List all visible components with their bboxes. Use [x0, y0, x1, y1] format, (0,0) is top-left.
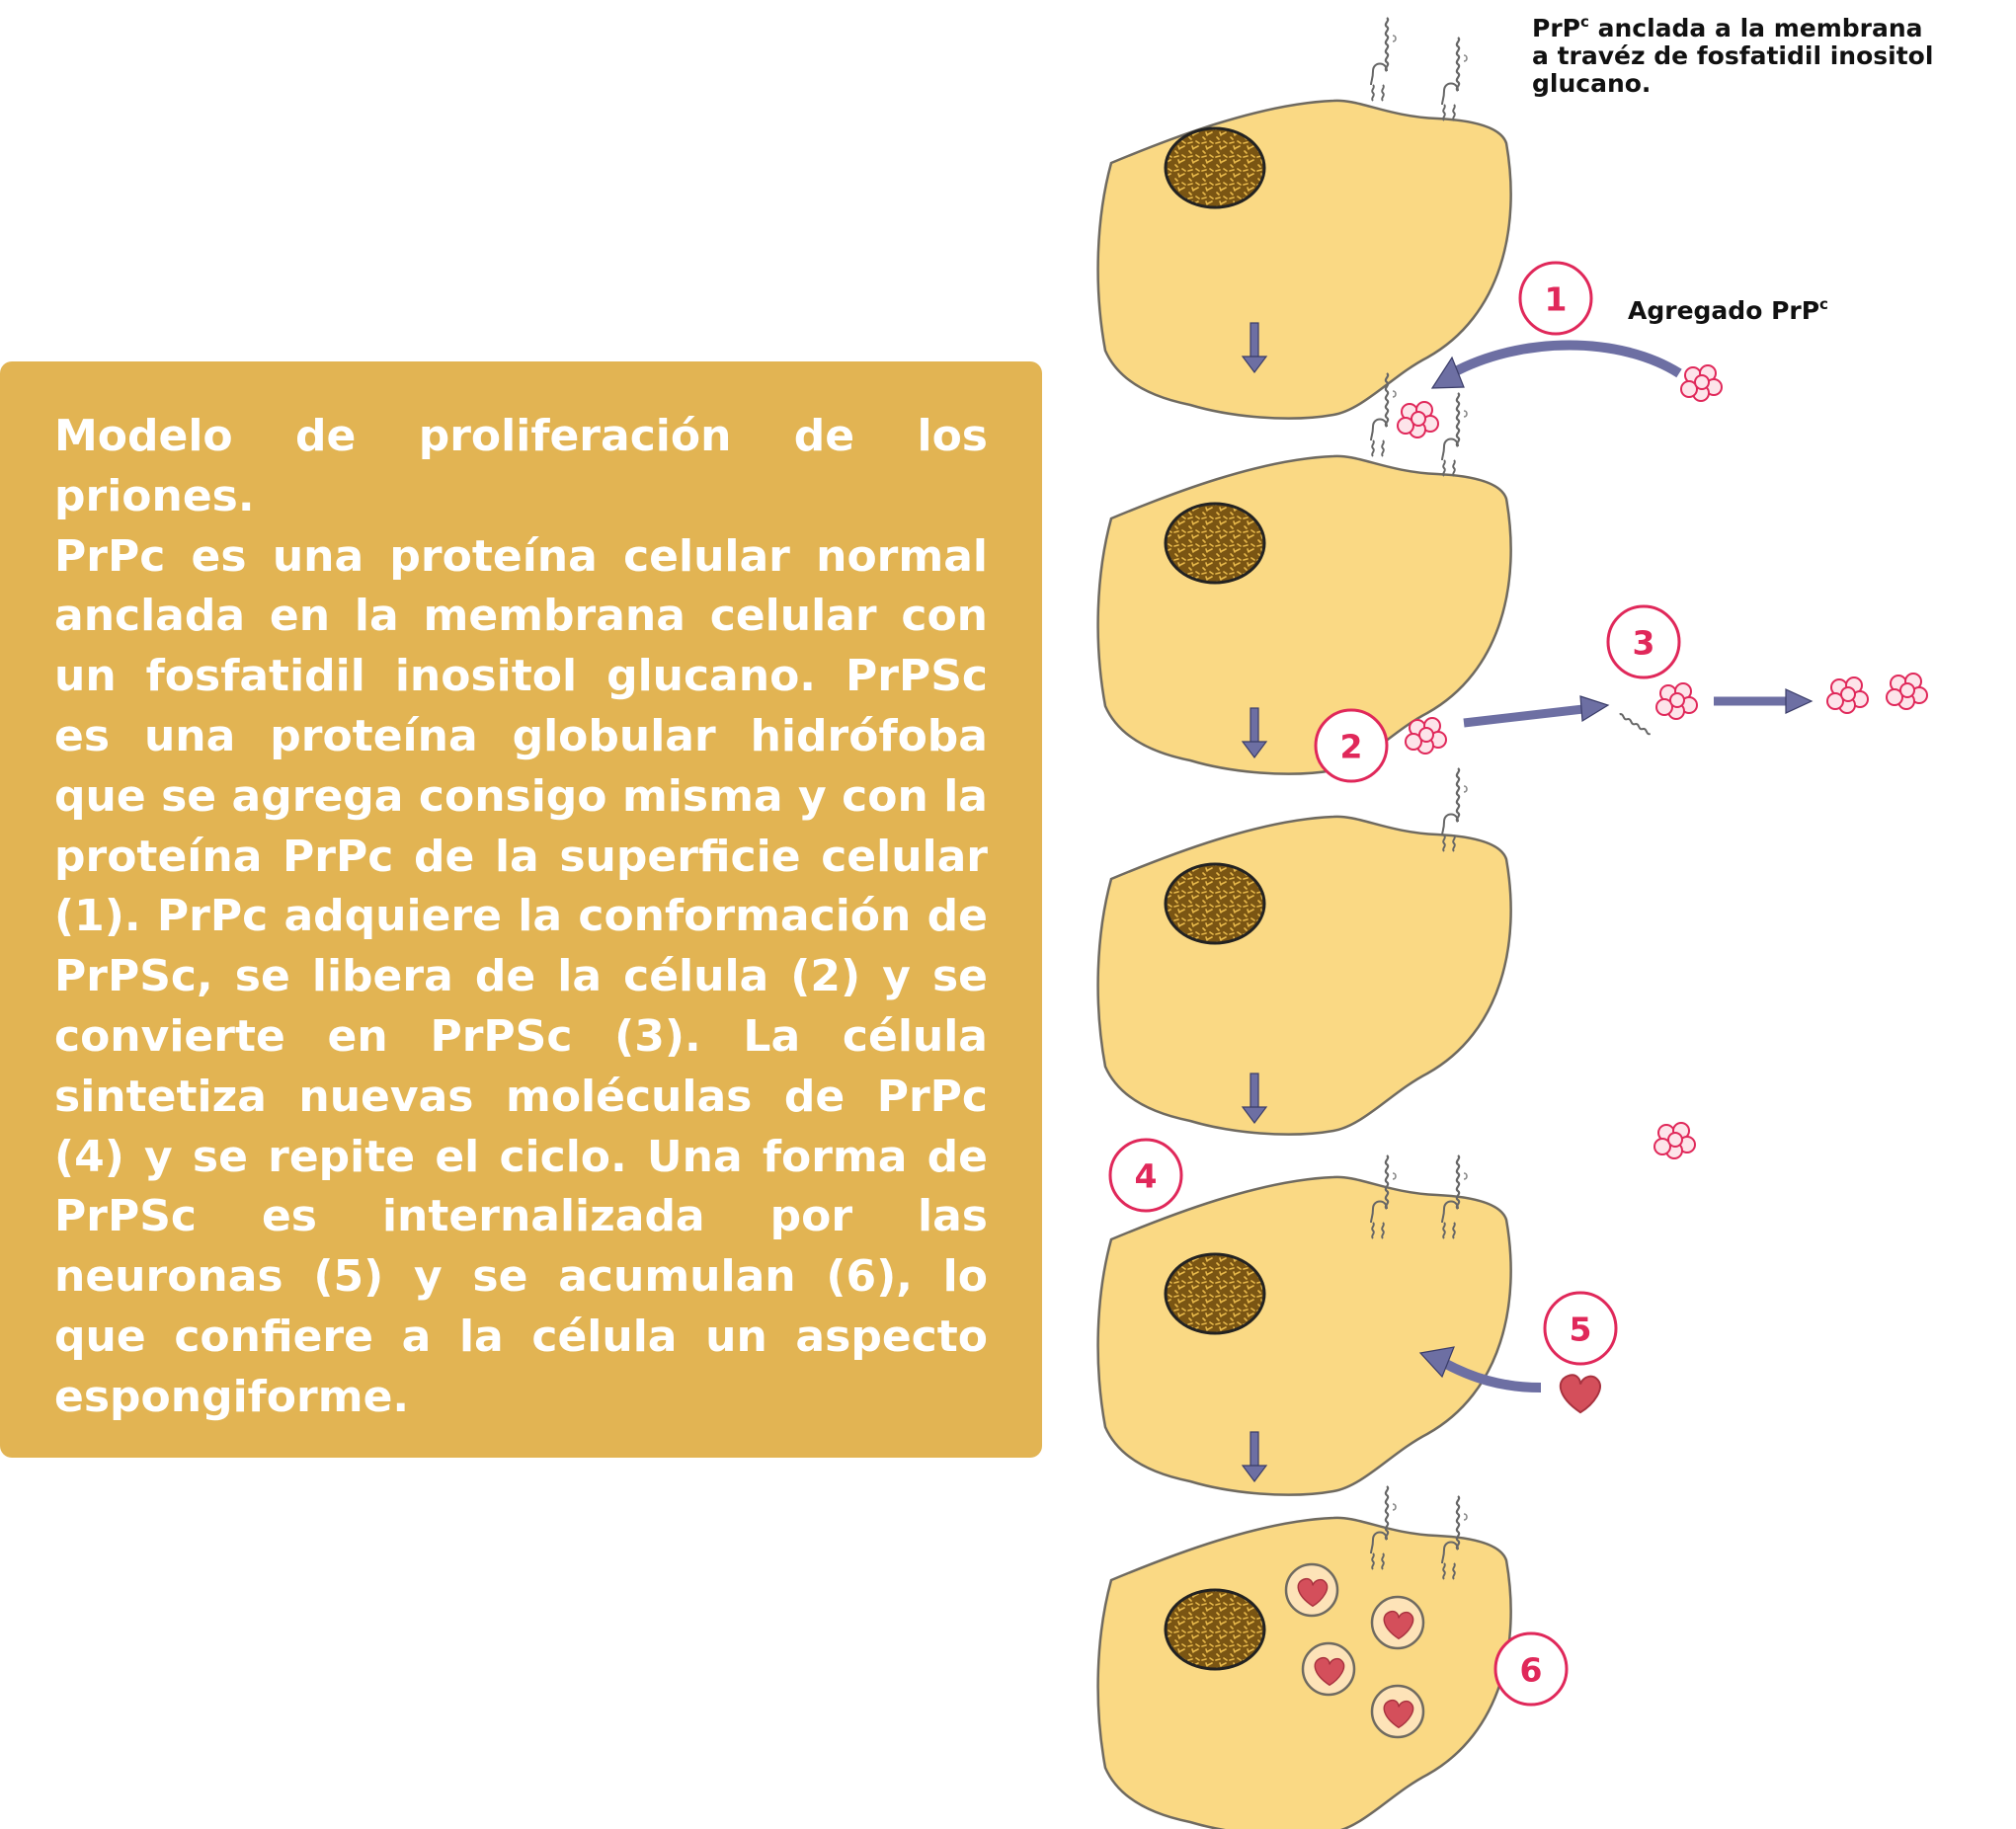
- step-5-marker: 5: [1543, 1291, 1618, 1366]
- svg-text:4: 4: [1135, 1157, 1158, 1196]
- vacuole-icon: [1303, 1643, 1354, 1695]
- vacuole-icon: [1372, 1686, 1423, 1737]
- step-3-marker: 3: [1606, 604, 1681, 679]
- description-paragraph: PrPc es una proteína celular normal ancl…: [54, 530, 988, 1422]
- svg-text:1: 1: [1545, 280, 1568, 319]
- nucleus-3: [1164, 862, 1266, 945]
- svg-text:3: 3: [1633, 624, 1655, 663]
- cell-5: [1096, 1484, 1512, 1829]
- nucleus-5: [1164, 1588, 1266, 1671]
- vacuole-icon: [1372, 1597, 1423, 1648]
- svg-text:5: 5: [1570, 1311, 1592, 1349]
- description-text: Modelo de proliferación de los priones. …: [54, 407, 988, 1428]
- curved-arrow-icon: [1430, 340, 1682, 389]
- cell-2: [1096, 371, 1512, 775]
- prion-aggregate-icon: [1653, 1122, 1696, 1159]
- description-title: Modelo de proliferación de los priones.: [54, 411, 988, 521]
- anchor-label: PrPc anclada a la membrana a travéz de f…: [1532, 13, 1942, 98]
- released-anchor-icon: [1619, 713, 1652, 736]
- prion-aggregate-icon: [1405, 717, 1447, 755]
- description-box: [0, 361, 1042, 1458]
- nucleus-1: [1164, 126, 1266, 209]
- step-4-marker: 4: [1108, 1138, 1183, 1213]
- prion-aggregate-icon: [1397, 401, 1439, 438]
- prpsc-internalized-icon: [1559, 1374, 1601, 1414]
- step-1-marker: 1: [1518, 261, 1593, 336]
- prpc-anchor-icon: [1440, 36, 1469, 122]
- prpc-anchor-icon: [1440, 391, 1469, 478]
- prion-aggregate-icon: [1886, 673, 1928, 710]
- step-2-marker: 2: [1314, 708, 1389, 783]
- svg-text:6: 6: [1520, 1651, 1543, 1690]
- cell-1: [1096, 16, 1512, 420]
- curved-arrow-icon: [1418, 1346, 1542, 1392]
- cell-3: [1096, 766, 1512, 1136]
- prpc-anchor-icon: [1369, 16, 1398, 103]
- vacuole-icon: [1286, 1564, 1337, 1616]
- prion-aggregate-icon: [1655, 682, 1698, 720]
- svg-text:2: 2: [1340, 728, 1363, 766]
- nucleus-4: [1164, 1252, 1266, 1335]
- prion-aggregate-icon: [1826, 676, 1869, 714]
- right-arrow-icon: [1463, 695, 1610, 728]
- right-arrow-icon: [1714, 688, 1814, 714]
- step-6-marker: 6: [1493, 1631, 1569, 1707]
- nucleus-2: [1164, 502, 1266, 585]
- aggregate-label: Agregado PrPc: [1628, 295, 1828, 325]
- prion-aggregate-icon: [1680, 364, 1723, 402]
